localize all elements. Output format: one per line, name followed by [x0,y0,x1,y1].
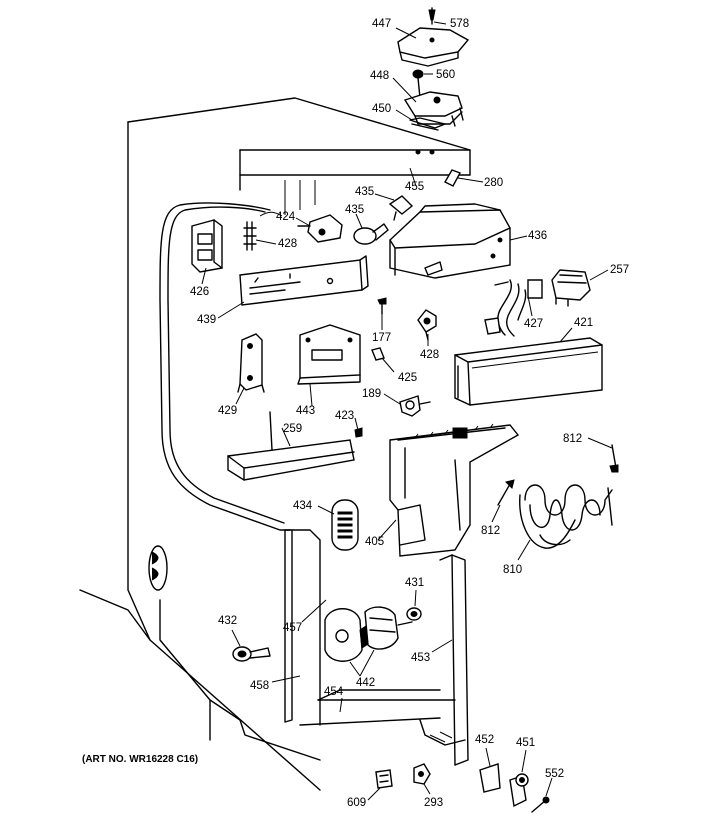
part-293 [414,764,430,784]
label-435-bulb: 435 [345,204,364,216]
label-450: 450 [372,103,391,115]
label-177: 177 [372,332,391,344]
label-428-top: 428 [278,238,297,250]
label-458: 458 [250,680,269,692]
cabinet-body [80,98,470,790]
label-432: 432 [218,615,237,627]
wiring-harness-427 [485,280,542,336]
grille-434 [332,500,358,550]
label-452: 452 [475,734,494,746]
label-812-upper: 812 [563,433,582,445]
control-housing-436 [390,204,510,278]
label-423: 423 [335,410,354,422]
label-431: 431 [405,577,424,589]
leader-lines [202,22,612,800]
label-552: 552 [545,768,564,780]
label-426: 426 [190,286,209,298]
label-451: 451 [516,737,535,749]
bracket-429 [238,334,264,392]
label-425: 425 [398,372,417,384]
label-442: 442 [356,677,375,689]
label-457: 457 [283,622,302,634]
label-447: 447 [372,18,391,30]
label-453: 453 [411,652,430,664]
knob-428 [418,310,436,340]
label-436: 436 [528,230,547,242]
fan-frame [285,530,468,765]
label-189: 189 [362,388,381,400]
air-duct-405 [390,424,518,556]
part-609 [376,770,392,788]
part-280 [445,170,460,186]
screw-177 [378,298,386,314]
valve-189 [400,396,430,416]
part-labels: 578 447 560 448 450 280 455 435 435 424 … [190,18,629,809]
trim-259 [228,412,354,480]
label-428-knob: 428 [420,349,439,361]
label-448: 448 [370,70,389,82]
label-424: 424 [276,211,296,223]
label-429: 429 [218,405,237,417]
clip-425 [372,348,384,360]
drain-opening [149,546,167,590]
door-gasket-loop [160,203,290,530]
small-bulb-435 [390,196,412,220]
label-421: 421 [574,317,593,329]
label-434: 434 [293,500,313,512]
label-259: 259 [283,423,302,435]
label-578: 578 [450,18,469,30]
label-405: 405 [365,536,384,548]
grommet-431 [407,608,421,620]
label-609: 609 [347,797,366,809]
label-454: 454 [324,686,344,698]
bracket-452 [480,764,500,792]
label-443: 443 [296,405,315,417]
label-293: 293 [424,797,443,809]
label-280: 280 [484,177,503,189]
label-439: 439 [197,314,216,326]
roller-451 [510,774,528,806]
light-socket-424 [298,215,342,242]
fan-motor-442 [325,607,412,661]
screw-552 [532,797,549,812]
label-257: 257 [610,264,629,276]
art-number: (ART NO. WR16228 C16) [82,754,198,765]
label-435-small: 435 [355,186,374,198]
part-423 [355,428,362,437]
defrost-timer-257 [552,270,590,306]
thermostat-812-upper [610,445,618,472]
shelf-cover-421 [455,338,602,405]
label-812-lower: 812 [481,525,500,537]
bracket-443 [298,325,360,384]
hinge-cover-447 [398,28,468,66]
label-810: 810 [503,564,522,576]
hinge-448 [405,92,463,126]
thermostat-812-lower [498,480,514,505]
defrost-heater-810 [520,485,612,548]
shim-450 [410,118,445,130]
label-427: 427 [524,318,543,330]
screw-560 [413,70,423,98]
screw-432 [233,647,270,661]
light-bulb-435 [354,224,388,244]
label-560: 560 [436,69,455,81]
switch-426 [192,220,222,272]
terminal-428-top [244,222,256,250]
bracket-439 [240,256,368,305]
screw-578 [429,8,435,24]
label-455: 455 [405,181,424,193]
